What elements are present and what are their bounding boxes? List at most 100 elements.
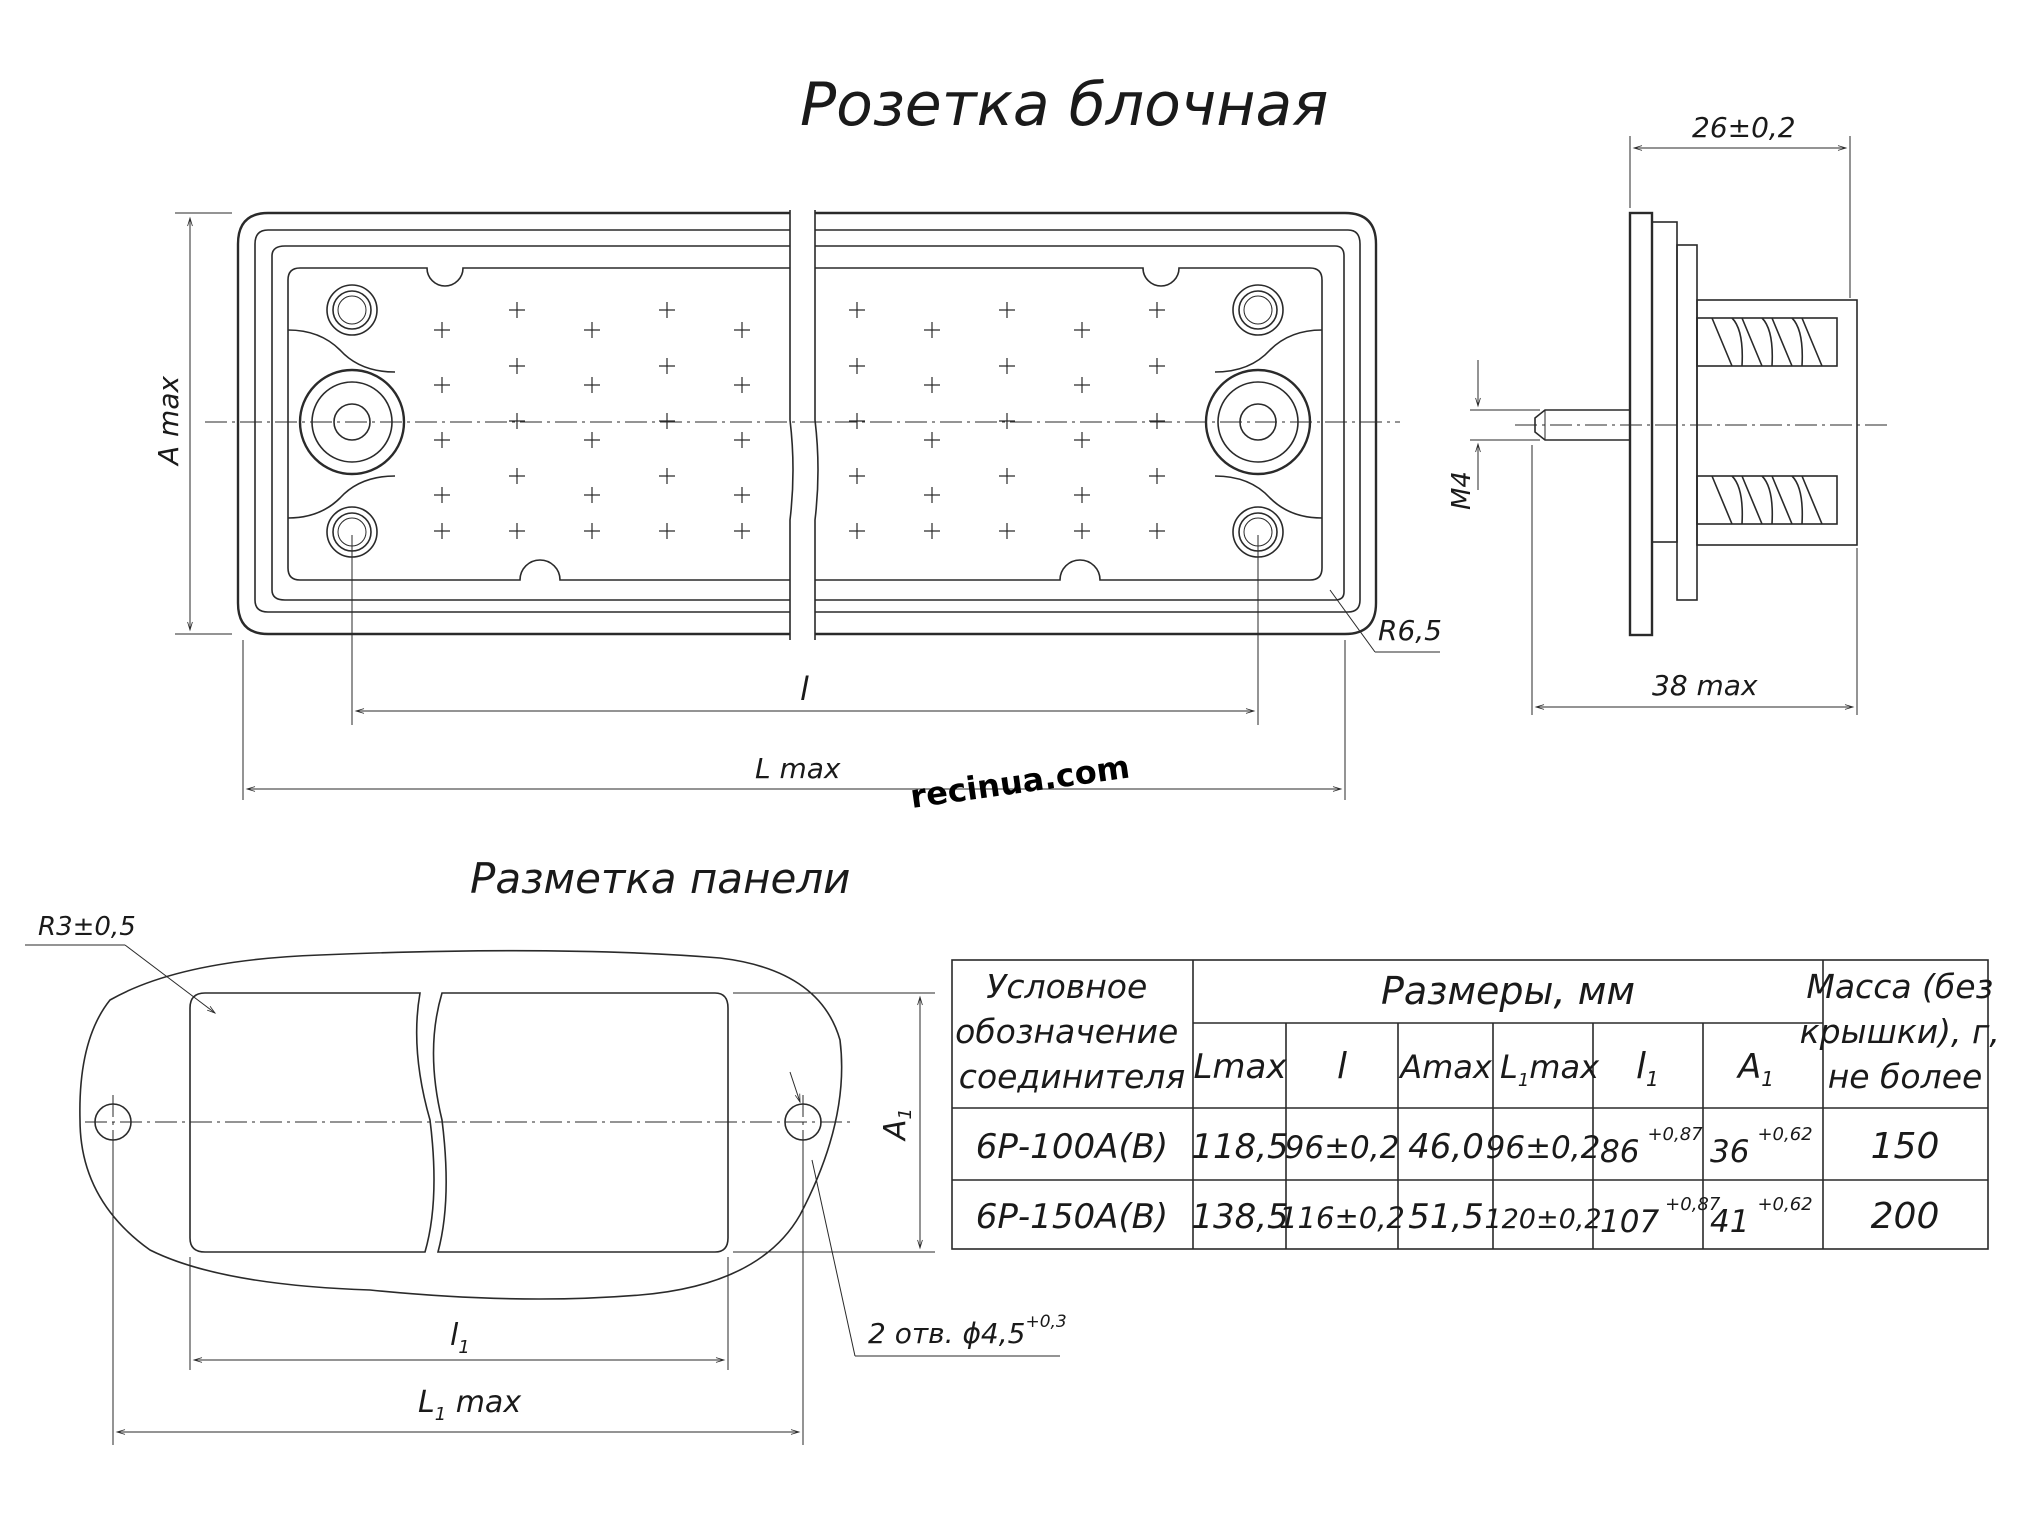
panel-title: Разметка панели (470, 854, 850, 903)
col-l1max: L1max (1500, 1048, 1600, 1091)
watermark: recinua.com (908, 748, 1132, 816)
contact-mark (509, 302, 525, 318)
contact-mark (434, 432, 450, 448)
contact-mark (509, 523, 525, 539)
contact-mark (1074, 487, 1090, 503)
contact-mark (1074, 377, 1090, 393)
contact-mark (849, 468, 865, 484)
contact-mark (509, 468, 525, 484)
contact-mark (584, 487, 600, 503)
contact-mark (734, 377, 750, 393)
dim-l: l (800, 670, 809, 708)
contact-mark (999, 413, 1015, 429)
dim-l-max: L max (755, 752, 841, 785)
contact-mark (999, 468, 1015, 484)
cell-l1max: 120±0,2 (1484, 1204, 1601, 1235)
dim-holes: 2 отв. ϕ4,5+0,3 (868, 1312, 1067, 1350)
dim-l1-max: L1 max (418, 1385, 521, 1425)
cell-amax: 51,5 (1408, 1197, 1484, 1237)
screw-top-right (1232, 284, 1284, 336)
cell-l1max: 96±0,2 (1486, 1130, 1601, 1166)
panel-dimensions: R3±0,5 A1 l1 L1 max 2 отв. ϕ4,5+0,3 (25, 912, 1067, 1445)
contact-mark (584, 523, 600, 539)
contact-mark (924, 523, 940, 539)
contact-mark (659, 523, 675, 539)
cell-mass: 150 (1871, 1126, 1940, 1167)
cell-mass: 200 (1871, 1196, 1940, 1237)
col-l: l (1337, 1046, 1347, 1087)
table-row: 6Р-150А(В) 138,5 116±0,2 51,5 120±0,2 10… (976, 1194, 1940, 1240)
col-amax: Amax (1398, 1048, 1493, 1086)
contact-mark (1149, 302, 1165, 318)
contact-mark (659, 468, 675, 484)
contact-mark (1149, 358, 1165, 374)
contact-mark (584, 377, 600, 393)
guide-left (298, 368, 406, 476)
cell-amax: 46,0 (1408, 1127, 1484, 1167)
col-lmax: Lmax (1193, 1047, 1287, 1087)
header-designation: Условное обозначение соединителя (955, 967, 1189, 1096)
dim-a-max: A max (152, 376, 185, 467)
header-mass: Масса (без крышки), г, не более (1800, 967, 2011, 1096)
dim-r65: R6,5 (1378, 614, 1442, 647)
cell-a1: 41+0,62 (1710, 1194, 1813, 1240)
contact-mark (1149, 413, 1165, 429)
contact-mark (734, 487, 750, 503)
cell-designation: 6Р-150А(В) (976, 1197, 1168, 1237)
contact-mark (924, 322, 940, 338)
contact-mark (434, 487, 450, 503)
dim-width-26: 26±0,2 (1692, 111, 1796, 144)
contact-mark (434, 322, 450, 338)
contact-mark (659, 358, 675, 374)
cell-l: 116±0,2 (1279, 1201, 1405, 1235)
contact-mark (849, 358, 865, 374)
main-title: Розетка блочная (800, 70, 1328, 140)
contact-mark (734, 523, 750, 539)
contact-mark (584, 322, 600, 338)
dimensions-table: Условное обозначение соединителя Размеры… (951, 959, 2011, 1250)
contact-mark (849, 413, 865, 429)
contact-mark (659, 413, 675, 429)
contact-mark (1074, 432, 1090, 448)
cell-lmax: 138,5 (1191, 1197, 1288, 1237)
contact-mark (849, 523, 865, 539)
cell-l1: 86+0,87 (1600, 1124, 1703, 1170)
contact-mark (999, 523, 1015, 539)
contact-mark (1074, 322, 1090, 338)
front-dimensions: A max l L max R6,5 (152, 212, 1442, 800)
contact-mark (734, 322, 750, 338)
contact-grid (434, 302, 1165, 539)
col-a1: A1 (1736, 1047, 1774, 1091)
contact-mark (509, 413, 525, 429)
contact-mark (924, 432, 940, 448)
contact-mark (849, 302, 865, 318)
contact-mark (999, 302, 1015, 318)
contact-mark (1149, 468, 1165, 484)
panel-markup (79, 949, 850, 1300)
cell-l: 96±0,2 (1285, 1130, 1400, 1166)
side-view (1515, 211, 1890, 637)
contact-mark (434, 523, 450, 539)
dim-thread-m4: M4 (1447, 471, 1477, 510)
contact-mark (584, 432, 600, 448)
contact-mark (659, 302, 675, 318)
dim-a1: A1 (878, 1108, 916, 1142)
contact-mark (1074, 523, 1090, 539)
dim-depth-38: 38 max (1652, 669, 1758, 702)
dim-l1: l1 (450, 1318, 470, 1358)
cell-lmax: 118,5 (1191, 1127, 1288, 1167)
side-dimensions: 26±0,2 38 max M4 (1447, 111, 1858, 715)
contact-mark (734, 432, 750, 448)
col-l1: l1 (1636, 1046, 1659, 1091)
contact-mark (999, 358, 1015, 374)
cell-l1: 107+0,87 (1600, 1194, 1721, 1240)
front-view (205, 205, 1400, 645)
table-row: 6Р-100А(В) 118,5 96±0,2 46,0 96±0,2 86+0… (976, 1124, 1940, 1170)
contact-mark (924, 377, 940, 393)
dim-r3: R3±0,5 (38, 912, 136, 942)
header-sizes: Размеры, мм (1381, 969, 1635, 1013)
contact-mark (1149, 523, 1165, 539)
contact-mark (924, 487, 940, 503)
contact-mark (509, 358, 525, 374)
